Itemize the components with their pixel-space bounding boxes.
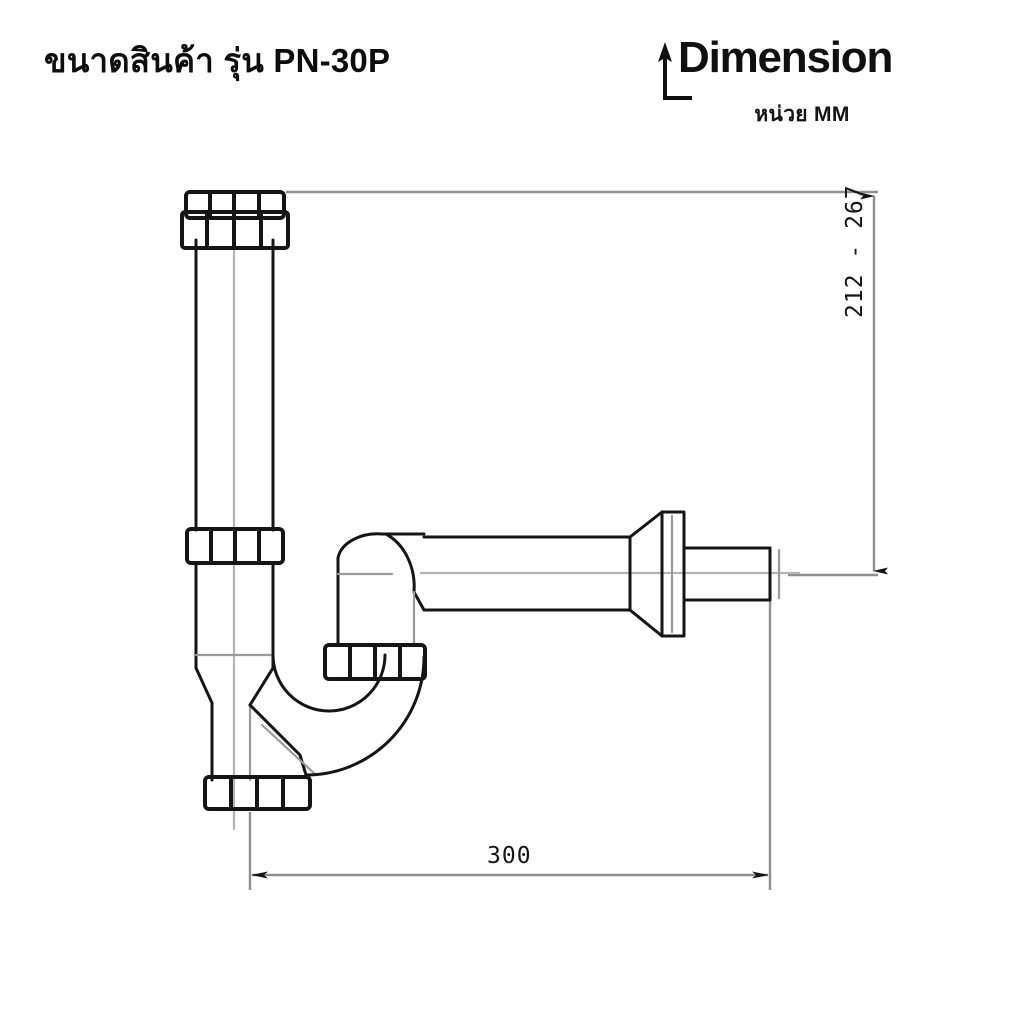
trap-body-left-flare	[194, 666, 214, 782]
elbow-outer-curve	[336, 532, 384, 560]
middle-nut-band	[185, 527, 285, 565]
cleanout-nut-band	[203, 775, 312, 811]
brand-units-label: หน่วย MM	[754, 103, 850, 126]
elbow-inner-curve	[384, 532, 416, 594]
top-coupling-nut	[180, 190, 290, 250]
pipe-outlines	[194, 238, 781, 782]
page-title: ขนาดสินค้า รุ่น PN-30P	[44, 42, 391, 79]
trap-body-right-flare	[248, 666, 275, 707]
bottom-cleanout-nut	[203, 775, 312, 811]
trap-body-inner-hatch	[260, 723, 318, 777]
trap-body-inner-diagonal	[248, 703, 308, 777]
brand-wordmark: Dimension	[678, 33, 893, 82]
wall-flange-face	[660, 510, 686, 638]
middle-nut-knurl-ribs	[209, 531, 261, 561]
elbow-coupling-nut	[323, 643, 427, 681]
elbow-nut-knurl-ribs	[348, 647, 402, 677]
elbow-inner-shoulder	[412, 590, 426, 612]
u-bend-outer-arc	[304, 655, 426, 777]
u-bend-inner-arc	[271, 653, 387, 713]
top-nut-knurl-ribs	[205, 194, 263, 246]
dimension-label-length: 300	[487, 843, 532, 869]
elbow-nut-band	[323, 643, 427, 681]
extension-lines	[248, 190, 878, 890]
axis-arrow-icon	[658, 42, 692, 100]
centre-lines	[232, 200, 800, 830]
cleanout-nut-knurl-ribs	[229, 779, 285, 807]
brand-logo: Dimension หน่วย MM	[652, 36, 972, 136]
middle-coupling-nut	[185, 527, 285, 565]
dimension-lines	[251, 192, 888, 879]
dimension-label-height: 212 - 267	[842, 184, 868, 318]
